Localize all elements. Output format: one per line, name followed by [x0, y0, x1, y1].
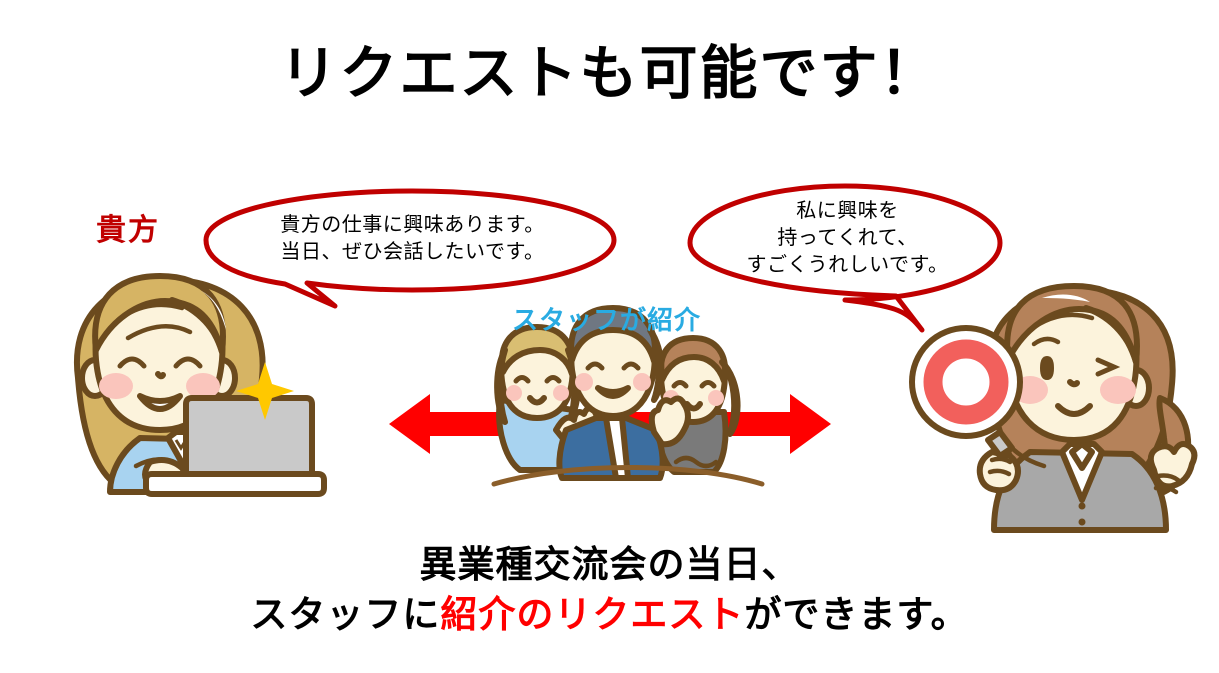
counter-line: [491, 465, 765, 487]
right-woman-with-maru: [909, 283, 1198, 533]
laptop-screen: [183, 395, 315, 477]
laptop-base: [143, 471, 327, 497]
speech-bubble-right-text: 私に興味を 持ってくれて、 すごくうれしいです。: [746, 200, 949, 276]
staff-blonde-woman: [494, 324, 601, 473]
staff-brown-hair-woman: [655, 335, 741, 475]
caption-line-2: スタッフに紹介のリクエストができます。: [0, 590, 1219, 640]
speech-bubble-left-text: 貴方の仕事に興味あります。 当日、ぜひ会話したいです。: [280, 214, 545, 263]
caption-line-1: 異業種交流会の当日、: [419, 544, 800, 585]
page-title: リクエストも可能です！: [279, 41, 940, 106]
sparkle-icon: [236, 362, 294, 420]
caption-line2-highlight: 紹介のリクエスト: [440, 593, 745, 635]
red-double-arrow: [389, 394, 831, 454]
staff-intro-label: スタッフが紹介: [512, 305, 702, 335]
caption-line2-after: ができます。: [744, 593, 969, 635]
maru-sign: [909, 325, 1023, 439]
bottom-caption: 異業種交流会の当日、 スタッフに紹介のリクエストができます。: [0, 540, 1219, 640]
left-woman-at-laptop: [73, 273, 327, 497]
you-label: 貴方: [96, 214, 160, 247]
caption-line2-before: スタッフに: [250, 593, 441, 635]
